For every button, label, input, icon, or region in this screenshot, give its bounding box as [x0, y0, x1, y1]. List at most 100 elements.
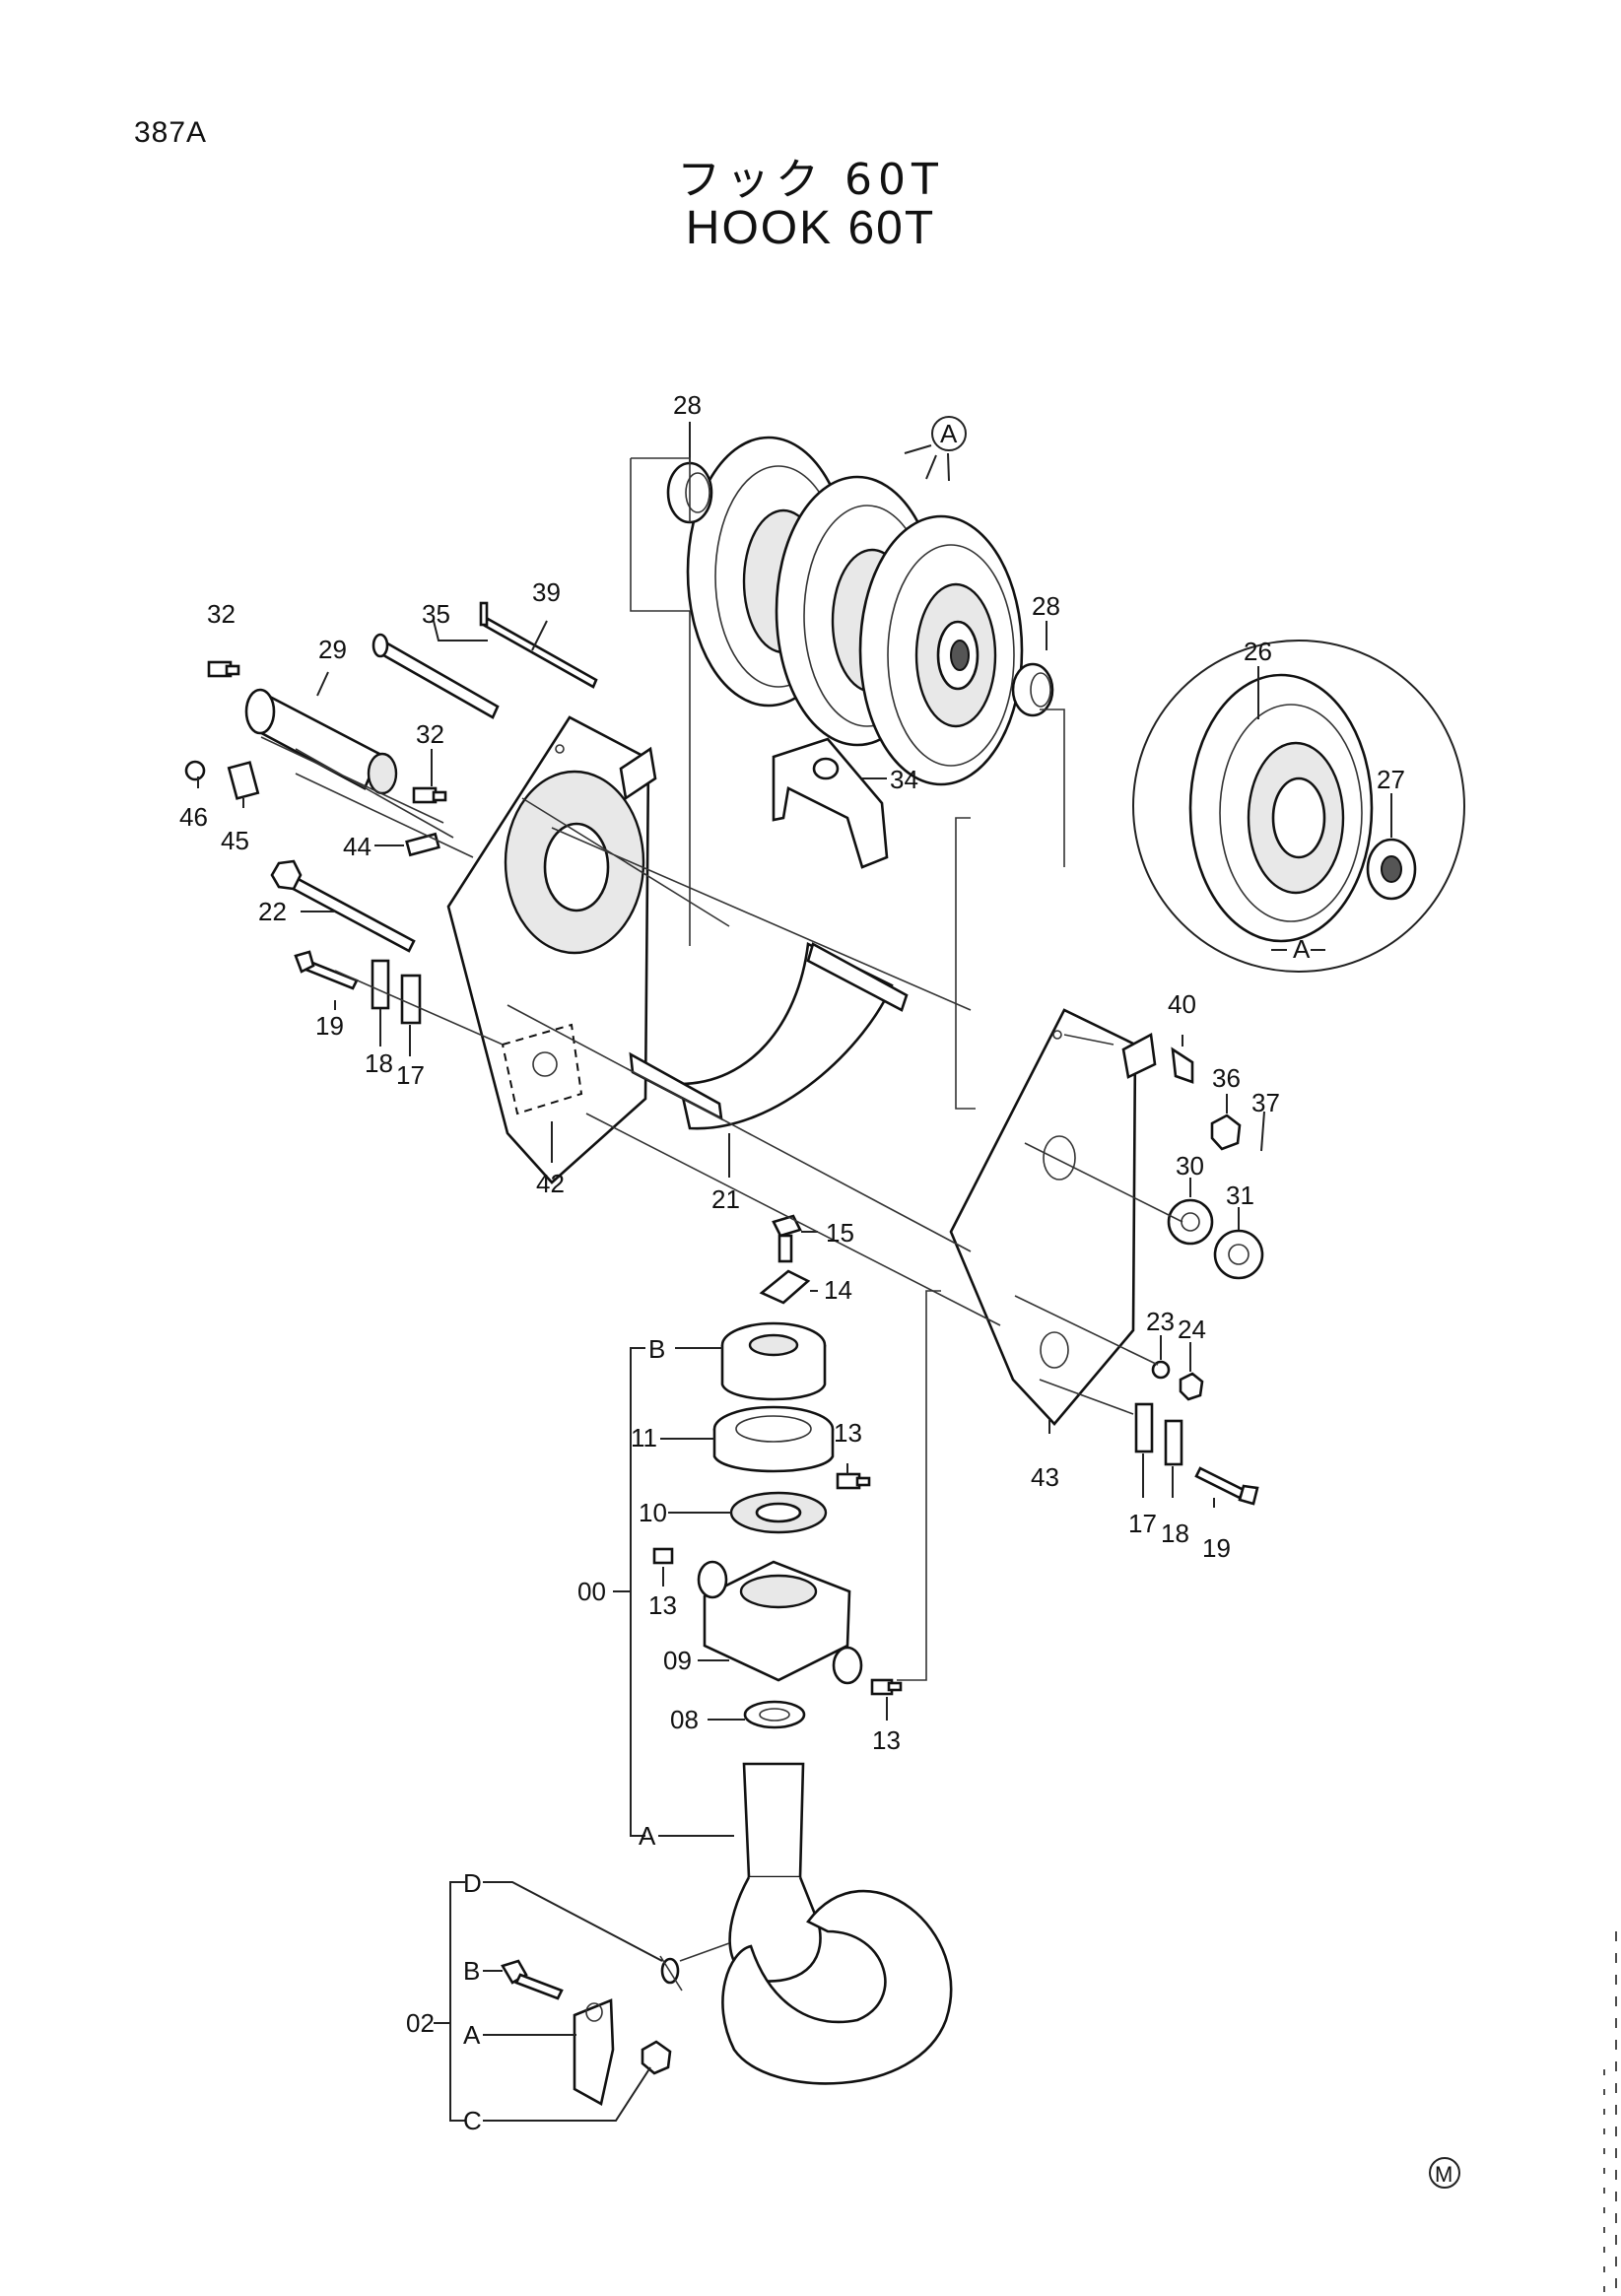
shaft-29 — [244, 688, 398, 795]
spring-02-D — [659, 1955, 683, 1992]
washer-23 — [1151, 1360, 1171, 1380]
detail-view-circle: A — [1132, 640, 1465, 973]
washer-46 — [184, 760, 206, 781]
callout-13-c: 13 — [872, 1725, 901, 1755]
callout-42: 42 — [536, 1169, 565, 1198]
m-mark: M — [1429, 2157, 1460, 2189]
side-plate-43 — [949, 1008, 1157, 1426]
callout-B-nut: B — [648, 1334, 665, 1364]
latch-02-A — [573, 1998, 615, 2106]
fitting-32-a — [207, 660, 240, 678]
callout-26: 26 — [1244, 637, 1272, 666]
bracket-34 — [772, 737, 889, 869]
bolt-02-B — [501, 1959, 564, 2000]
callout-10: 10 — [639, 1498, 667, 1527]
bolt-22 — [270, 859, 416, 953]
callout-40: 40 — [1168, 989, 1196, 1019]
nut-02-C — [641, 2040, 672, 2075]
callout-17-left: 17 — [396, 1060, 425, 1090]
crosshead-09 — [697, 1560, 863, 1685]
callout-14: 14 — [824, 1275, 852, 1305]
fitting-32-b — [412, 786, 447, 804]
fitting-13-b — [652, 1547, 674, 1565]
hook-A — [721, 1762, 953, 2085]
callout-22: 22 — [258, 897, 287, 926]
callout-23: 23 — [1146, 1307, 1175, 1336]
bolt-19-right — [1194, 1466, 1259, 1506]
spacer-21 — [629, 942, 909, 1130]
callout-28-a: 28 — [673, 390, 702, 420]
callout-34: 34 — [890, 765, 918, 794]
plate-18-right — [1164, 1419, 1183, 1466]
washer-30 — [1167, 1198, 1214, 1246]
callout-28-b: 28 — [1032, 591, 1060, 621]
callout-11: 11 — [631, 1423, 657, 1452]
callout-18-right: 18 — [1161, 1519, 1189, 1548]
pin-35 — [371, 633, 500, 719]
leader-lines — [197, 422, 1392, 2122]
callout-09: 09 — [663, 1646, 692, 1675]
callout-B-bolt: B — [463, 1956, 480, 1986]
callout-17-right: 17 — [1128, 1509, 1157, 1538]
callout-02: 02 — [406, 2008, 435, 2038]
title-japanese: フック 60T — [677, 155, 944, 205]
callout-D: D — [463, 1868, 482, 1898]
callout-39: 39 — [532, 577, 561, 607]
clip-40 — [1171, 1047, 1194, 1084]
callout-37: 37 — [1251, 1088, 1280, 1117]
detail-view-marker: A — [904, 416, 967, 482]
callout-31: 31 — [1226, 1181, 1254, 1210]
callout-36: 36 — [1212, 1063, 1241, 1093]
plate-17-left — [400, 974, 422, 1025]
sheave-3 — [858, 514, 1024, 786]
key-44 — [405, 832, 440, 857]
callout-35: 35 — [422, 599, 450, 629]
callout-30: 30 — [1176, 1151, 1204, 1181]
bolt-19-left — [294, 950, 359, 990]
callout-15: 15 — [826, 1218, 854, 1248]
callout-32-a: 32 — [207, 599, 236, 629]
callout-18-left: 18 — [365, 1048, 393, 1078]
washer-08 — [743, 1700, 806, 1729]
page-number: 387A — [134, 116, 208, 149]
plate-45 — [227, 761, 260, 800]
bearing-28-right — [1011, 662, 1054, 717]
callout-13-a: 13 — [834, 1418, 862, 1448]
pin-37 — [1260, 1111, 1265, 1152]
callout-A-hook: A — [639, 1821, 656, 1851]
callout-46: 46 — [179, 802, 208, 832]
callout-13-b: 13 — [648, 1590, 677, 1620]
plate-18-left — [371, 959, 390, 1010]
sheave-assembly — [686, 436, 1024, 786]
callout-43: 43 — [1031, 1462, 1059, 1492]
callout-21: 21 — [711, 1184, 740, 1214]
thrust-bearing-10 — [729, 1491, 828, 1534]
title-english: HOOK 60T — [685, 202, 936, 254]
callout-32-b: 32 — [416, 719, 444, 749]
callout-45: 45 — [221, 826, 249, 855]
callout-08: 08 — [670, 1705, 699, 1734]
callout-labels: 28 28 39 35 32 29 32 46 45 44 22 19 18 1… — [179, 390, 1405, 2135]
callout-44: 44 — [343, 832, 371, 861]
fitting-13-a — [836, 1472, 871, 1490]
callout-27: 27 — [1377, 765, 1405, 794]
callout-29: 29 — [318, 635, 347, 664]
side-plate-42 — [446, 715, 657, 1184]
bolt-15 — [772, 1214, 802, 1263]
m-mark-letter: M — [1435, 2162, 1452, 2187]
detail-marker-letter: A — [940, 419, 958, 448]
fitting-13-c — [870, 1678, 903, 1696]
rod-39 — [479, 601, 598, 689]
nut-B — [720, 1321, 827, 1401]
callout-19-left: 19 — [315, 1011, 344, 1041]
callout-A-latch: A — [463, 2020, 481, 2050]
ring-11 — [712, 1405, 835, 1473]
scan-edge-marks — [1603, 1931, 1617, 2296]
callout-19-right: 19 — [1202, 1533, 1231, 1563]
callout-C: C — [463, 2106, 482, 2135]
callout-24: 24 — [1178, 1315, 1206, 1344]
callout-00: 00 — [577, 1577, 606, 1606]
plate-17-right — [1134, 1402, 1154, 1453]
